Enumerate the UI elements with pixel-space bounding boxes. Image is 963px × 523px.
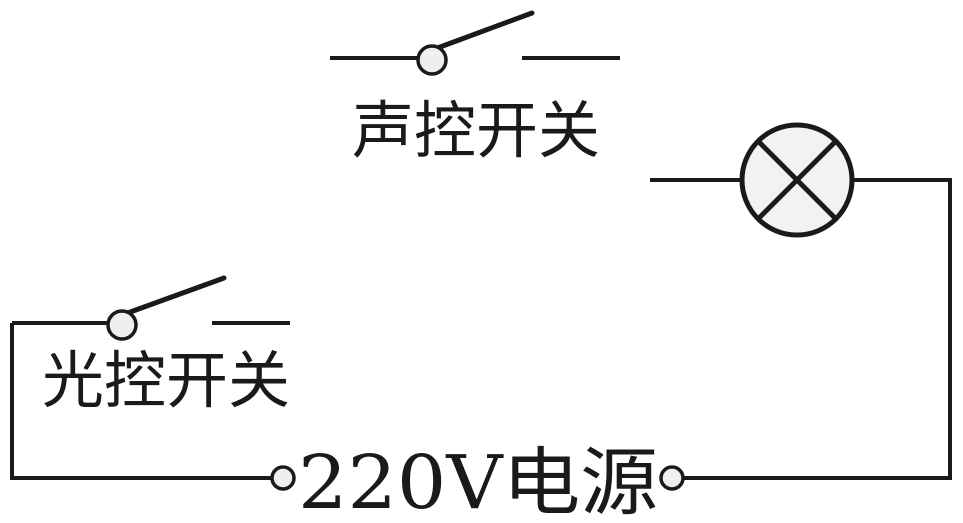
sound-switch-label: 声控开关 bbox=[352, 94, 600, 167]
light-switch-label: 光控开关 bbox=[42, 344, 290, 417]
sound-switch-pivot bbox=[416, 44, 448, 76]
lamp-branch bbox=[650, 122, 952, 480]
lamp-icon bbox=[739, 122, 855, 238]
power-supply: 220V电源 bbox=[270, 440, 685, 523]
left-wire bbox=[10, 323, 272, 480]
light-switch-blade bbox=[119, 275, 227, 318]
power-supply-label: 220V电源 bbox=[298, 440, 658, 523]
lamp-cross-b bbox=[756, 139, 838, 221]
power-terminal-left bbox=[270, 465, 296, 491]
sound-switch: 声控开关 bbox=[330, 10, 620, 167]
power-terminal-right bbox=[659, 465, 685, 491]
right-wire bbox=[684, 178, 952, 480]
light-switch: 光控开关 bbox=[12, 275, 290, 417]
sound-switch-blade bbox=[429, 10, 535, 53]
light-switch-pivot bbox=[106, 309, 138, 341]
